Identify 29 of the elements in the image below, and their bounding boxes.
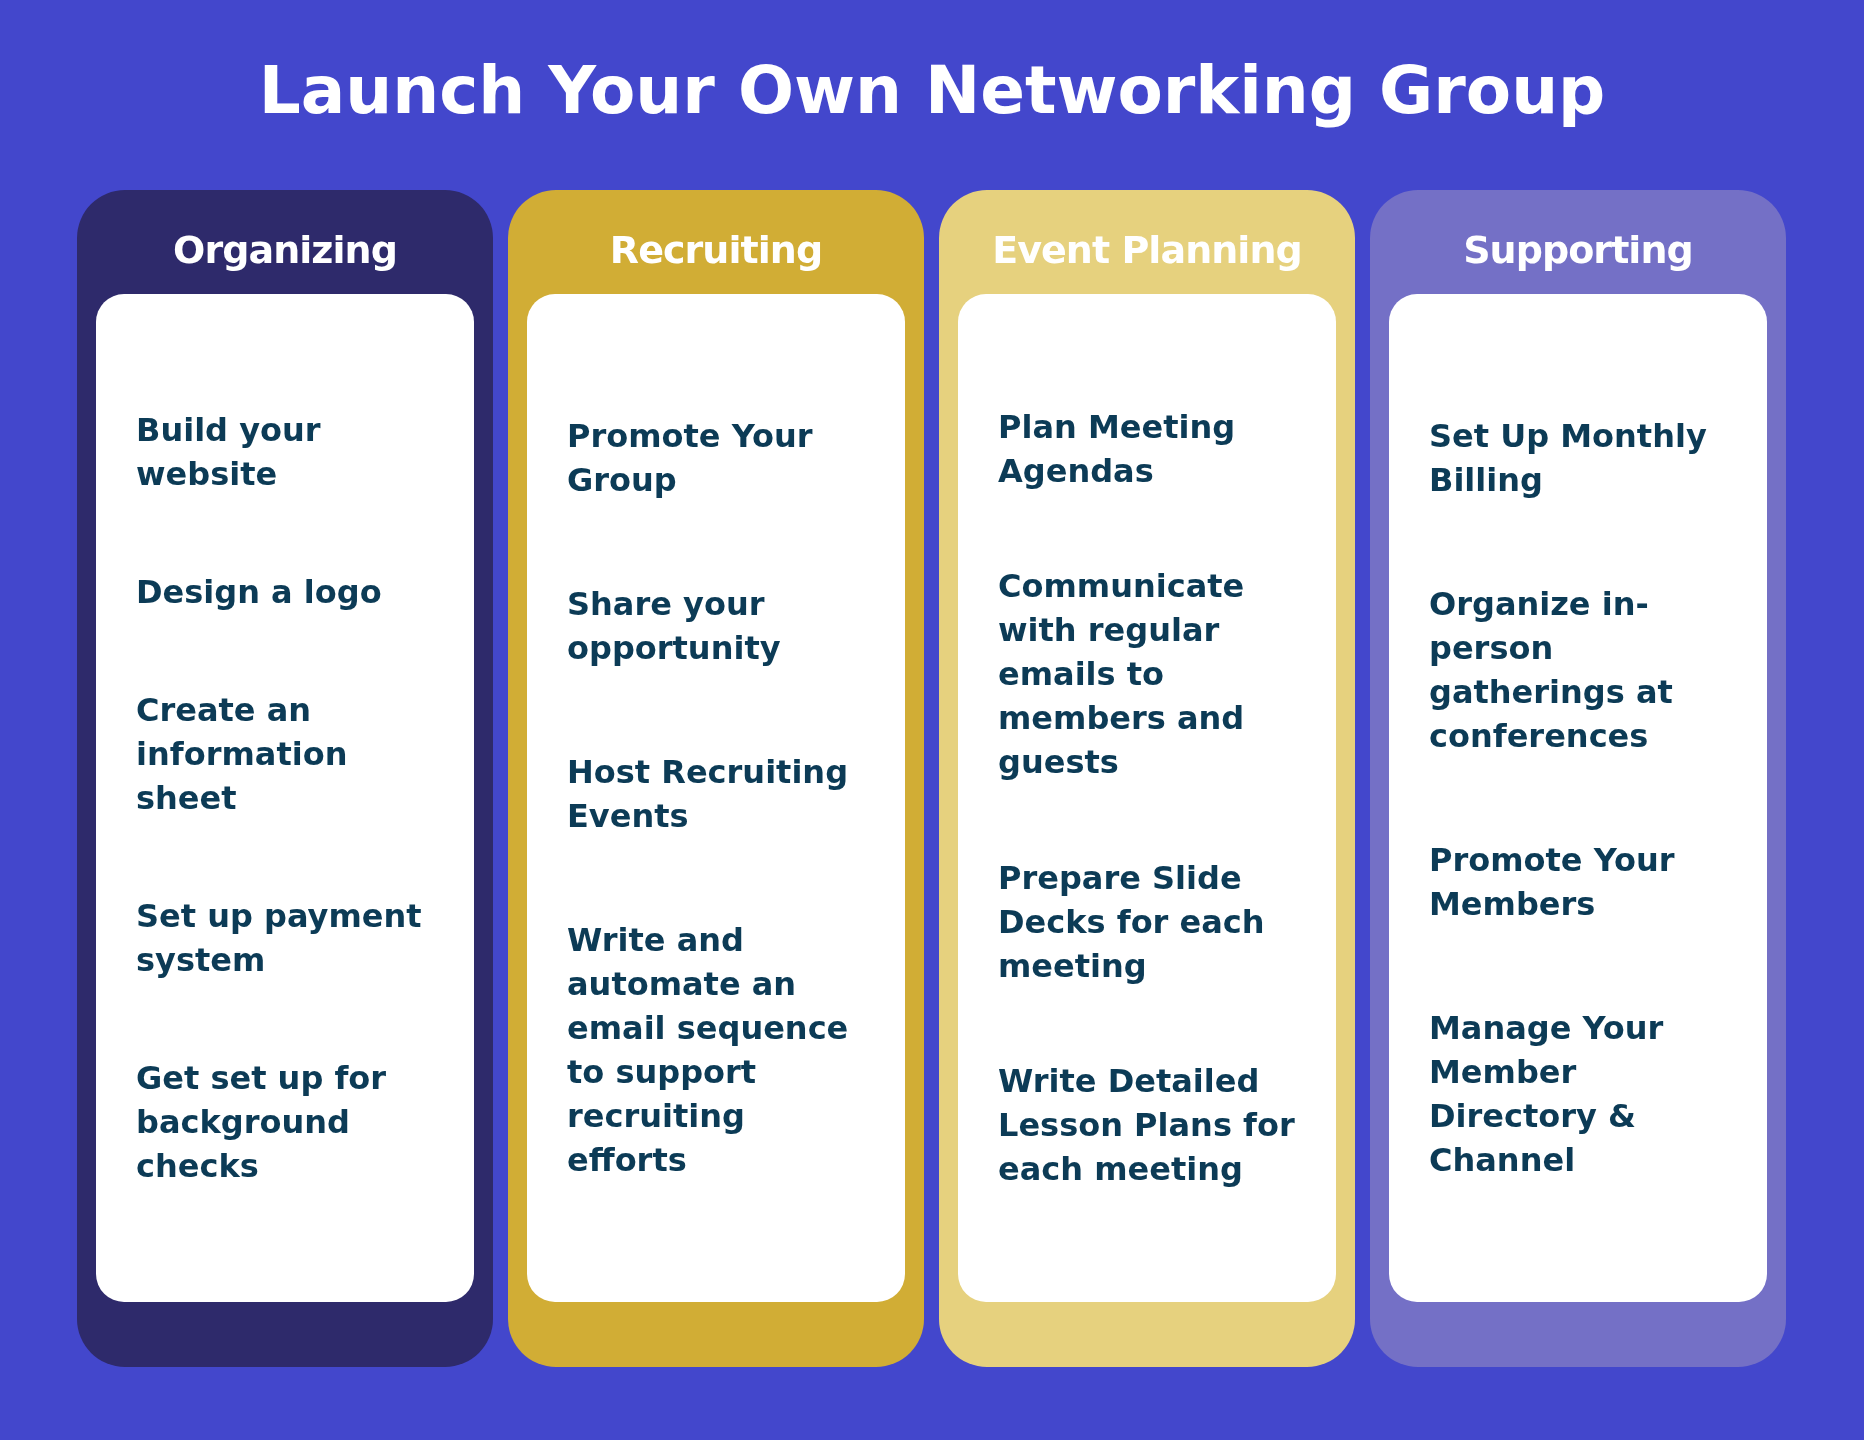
task-text: Communicate with regular emails to members and guests — [998, 566, 1246, 784]
column-panel — [77, 190, 493, 1367]
task-text: Promote Your Members — [1429, 840, 1676, 925]
column-heading: Organizing — [173, 227, 397, 274]
column-heading: Event Planning — [992, 227, 1302, 274]
column-heading: Recruiting — [609, 227, 823, 274]
task-text: Share your opportunity — [567, 584, 782, 669]
task-text: Write Detailed Lesson Plans for each meeting — [998, 1060, 1296, 1190]
task-card — [958, 294, 1336, 1302]
task-card — [527, 294, 905, 1302]
task-card — [96, 294, 474, 1302]
task-text: Get set up for background checks — [136, 1058, 388, 1187]
task-text: Host Recruiting Events — [567, 752, 850, 837]
task-text: Promote Your Group — [567, 416, 814, 501]
task-text: Prepare Slide Decks for each meeting — [998, 857, 1266, 987]
task-text: Create an information sheet — [136, 690, 349, 819]
task-text: Set Up Monthly Billing — [1429, 416, 1708, 501]
task-card — [1389, 294, 1767, 1302]
task-text: Plan Meeting Agendas — [998, 407, 1237, 493]
task-text: Build your website — [136, 410, 322, 495]
column-heading: Supporting — [1463, 227, 1693, 274]
task-text: Manage Your Member Directory & Channel — [1429, 1008, 1665, 1181]
task-text: Set up payment system — [136, 896, 423, 981]
task-text: Organize in-person gatherings at conferences — [1429, 584, 1674, 757]
task-text: Design a logo — [136, 572, 383, 613]
column-panel — [939, 190, 1355, 1367]
column-panel — [508, 190, 924, 1367]
task-text: Write and automate an email sequence to support recruiting efforts — [567, 920, 850, 1181]
column-panel — [1370, 190, 1786, 1367]
